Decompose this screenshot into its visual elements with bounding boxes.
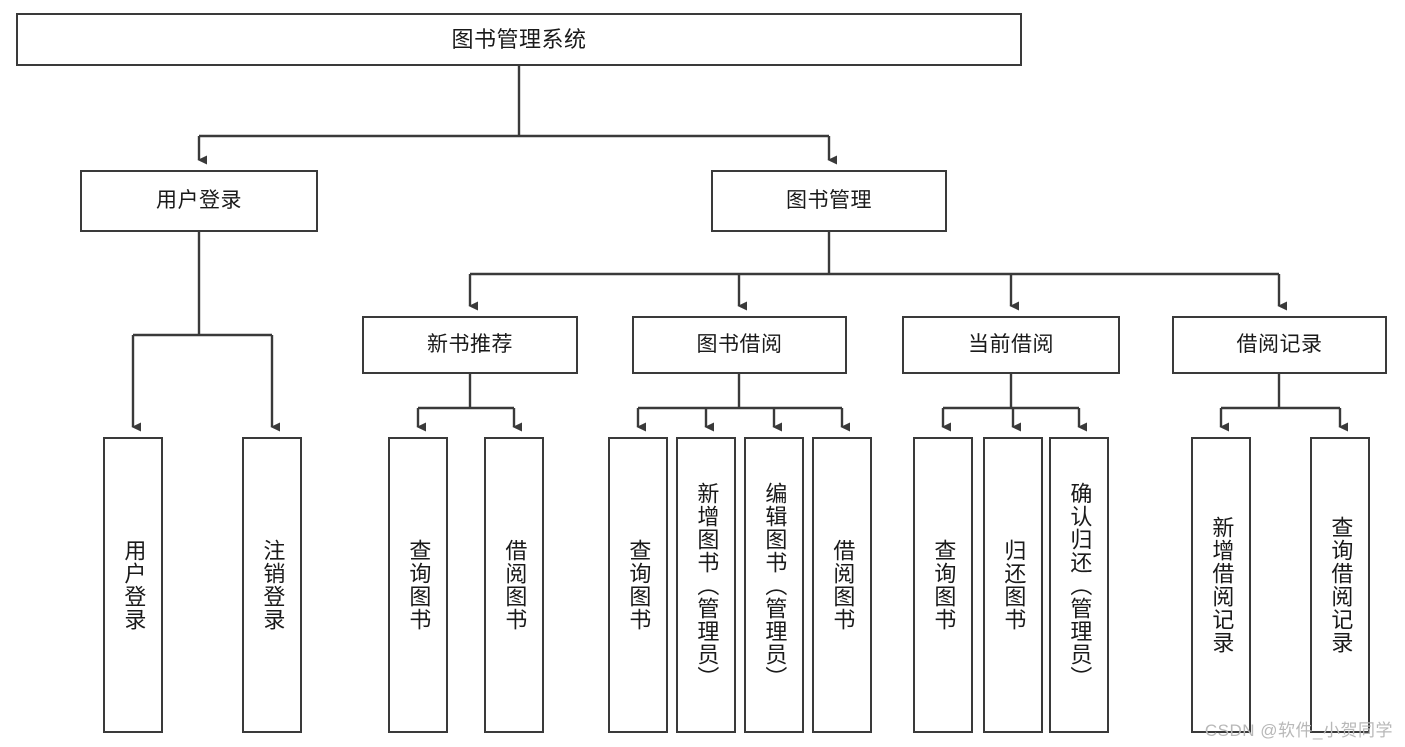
node-leaf-8[interactable]: 查询图书	[913, 437, 973, 733]
node-label: 用户登录	[121, 539, 147, 631]
node-label: 用户登录	[156, 188, 242, 212]
node-level3-1[interactable]: 图书借阅	[632, 316, 847, 374]
node-label: 查询图书	[626, 539, 652, 631]
node-leaf-3[interactable]: 借阅图书	[484, 437, 544, 733]
node-label: 编辑图书（管理员）	[762, 481, 788, 689]
node-leaf-10[interactable]: 确认归还（管理员）	[1049, 437, 1109, 733]
node-label: 借阅图书	[830, 539, 856, 631]
node-label: 借阅图书	[502, 539, 528, 631]
node-level3-0[interactable]: 新书推荐	[362, 316, 578, 374]
node-leaf-2[interactable]: 查询图书	[388, 437, 448, 733]
node-leaf-4[interactable]: 查询图书	[608, 437, 668, 733]
node-label: 查询借阅记录	[1328, 516, 1354, 654]
node-leaf-6[interactable]: 编辑图书（管理员）	[744, 437, 804, 733]
csdn-watermark: CSDN @软件_小贺同学	[1204, 721, 1393, 740]
node-level3-2[interactable]: 当前借阅	[902, 316, 1120, 374]
node-label: 当前借阅	[968, 332, 1054, 356]
node-leaf-7[interactable]: 借阅图书	[812, 437, 872, 733]
node-level3-3[interactable]: 借阅记录	[1172, 316, 1387, 374]
node-label: 查询图书	[931, 539, 957, 631]
node-label: 图书借阅	[696, 332, 783, 356]
node-label: 注销登录	[260, 539, 286, 631]
node-label: 新增图书（管理员）	[694, 481, 720, 689]
node-label: 归还图书	[1001, 539, 1027, 631]
node-label: 图书管理系统	[451, 26, 587, 52]
node-level2-1[interactable]: 图书管理	[711, 170, 947, 232]
node-leaf-5[interactable]: 新增图书（管理员）	[676, 437, 736, 733]
node-label: 借阅记录	[1236, 332, 1323, 356]
node-leaf-1[interactable]: 注销登录	[242, 437, 302, 733]
node-label: 图书管理	[786, 188, 872, 212]
node-leaf-9[interactable]: 归还图书	[983, 437, 1043, 733]
node-label: 确认归还（管理员）	[1067, 481, 1093, 689]
node-leaf-12[interactable]: 查询借阅记录	[1310, 437, 1370, 733]
node-level2-0[interactable]: 用户登录	[80, 170, 318, 232]
node-root[interactable]: 图书管理系统	[16, 13, 1022, 66]
node-label: 新增借阅记录	[1209, 516, 1235, 654]
node-leaf-11[interactable]: 新增借阅记录	[1191, 437, 1251, 733]
node-label: 新书推荐	[427, 332, 513, 356]
node-leaf-0[interactable]: 用户登录	[103, 437, 163, 733]
node-label: 查询图书	[406, 539, 432, 631]
